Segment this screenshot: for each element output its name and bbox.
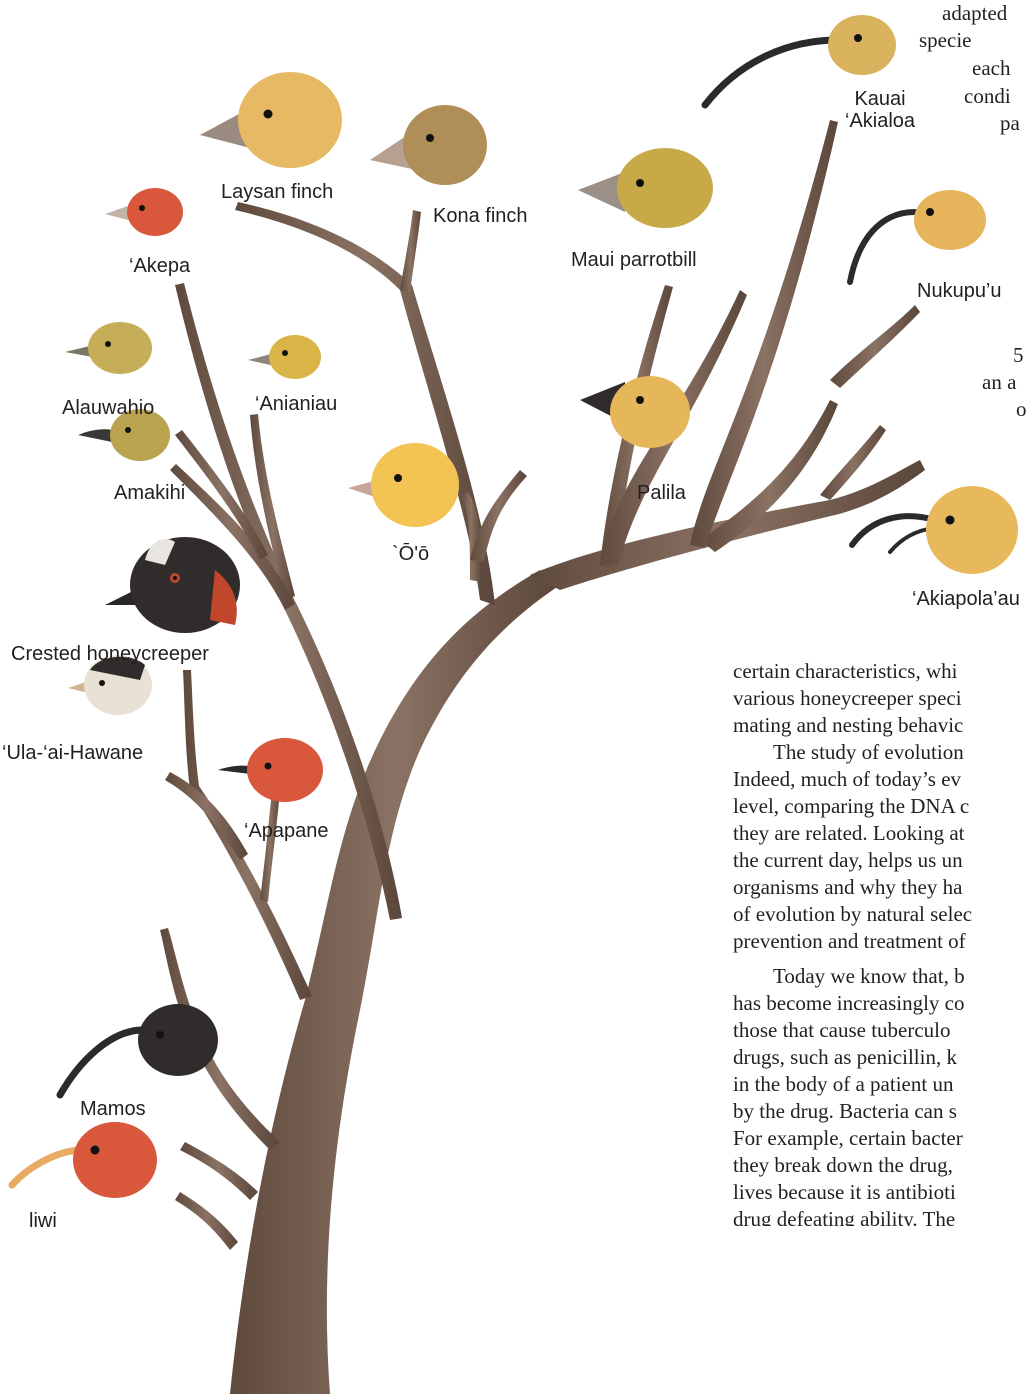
palila-bird xyxy=(580,376,690,448)
body-line: of evolution by natural selec xyxy=(733,901,972,928)
anianiau-bird xyxy=(248,335,321,379)
body-line: by the drug. Bacteria can s xyxy=(733,1098,957,1125)
label-oo: `Ō'ō xyxy=(392,543,429,565)
kona-finch-bird xyxy=(370,105,487,185)
mamos-bird xyxy=(60,1004,218,1095)
label-crested-honeycreeper: Crested honeycreeper xyxy=(11,643,209,665)
body-line: Today we know that, b xyxy=(773,963,965,990)
body-line: they are related. Looking at xyxy=(733,820,964,847)
label-amakihi: Amakihi xyxy=(114,482,185,504)
label-laysan-finch: Laysan finch xyxy=(221,181,333,203)
body-line: drugs, such as penicillin, k xyxy=(733,1044,957,1071)
label-palila: Palila xyxy=(637,482,686,504)
alauwahio-bird xyxy=(65,322,152,374)
laysan-finch-bird xyxy=(200,72,342,168)
body-line: various honeycreeper speci xyxy=(733,685,962,712)
side-fragment-2: an a xyxy=(982,369,1016,396)
label-apapane: ‘Apapane xyxy=(244,820,329,842)
label-akepa: ‘Akepa xyxy=(129,255,190,277)
crested-honeycreeper-bird xyxy=(105,537,240,633)
body-line: they break down the drug, xyxy=(733,1152,953,1179)
label-anianiau: ‘Anianiau xyxy=(255,393,337,415)
label-maui-parrotbill: Maui parrotbill xyxy=(571,249,697,271)
body-line: For example, certain bacter xyxy=(733,1125,963,1152)
body-line: drug defeating ability. The xyxy=(733,1206,955,1226)
iiwi-bird xyxy=(12,1122,157,1198)
apapane-bird xyxy=(218,738,323,802)
top-text-line-4: condi xyxy=(964,83,1011,110)
body-line: organisms and why they ha xyxy=(733,874,962,901)
side-fragment-3: o xyxy=(1016,396,1027,423)
body-line: certain characteristics, whi xyxy=(733,658,957,685)
nukupuu-bird xyxy=(850,190,986,282)
body-line: level, comparing the DNA c xyxy=(733,793,969,820)
top-text-line-5: pa xyxy=(1000,110,1020,137)
label-akiapolaau: ‘Akiapola’au xyxy=(912,588,1020,610)
body-line: has become increasingly co xyxy=(733,990,965,1017)
body-line: mating and nesting behavic xyxy=(733,712,963,739)
label-ula-ai-hawane: ‘Ula-‘ai-Hawane xyxy=(2,742,143,764)
body-line: the current day, helps us un xyxy=(733,847,963,874)
label-alauwahio: Alauwahio xyxy=(62,397,154,419)
oo-bird xyxy=(348,443,459,527)
label-iiwi: liwi xyxy=(29,1210,57,1232)
label-mamos: Mamos xyxy=(80,1098,146,1120)
label-kauai-akialoa: Kauai ‘Akialoa xyxy=(845,88,915,132)
body-line: lives because it is antibioti xyxy=(733,1179,956,1206)
label-kauai-akialoa-line2: ‘Akialoa xyxy=(845,110,915,132)
label-nukupuu: Nukupu’u xyxy=(917,280,1002,302)
label-kauai-akialoa-line1: Kauai xyxy=(845,88,915,110)
top-text-line-1: adapted xyxy=(942,0,1007,27)
body-line: those that cause tuberculo xyxy=(733,1017,951,1044)
body-line: Indeed, much of today’s ev xyxy=(733,766,961,793)
body-line: prevention and treatment of xyxy=(733,928,966,955)
label-kona-finch: Kona finch xyxy=(433,205,528,227)
top-text-line-3: each xyxy=(972,55,1010,82)
side-fragment-1: 5 xyxy=(1013,342,1024,369)
maui-parrotbill-bird xyxy=(578,148,713,228)
top-text-line-2: specie xyxy=(919,27,971,54)
body-line: The study of evolution xyxy=(773,739,964,766)
body-line: in the body of a patient un xyxy=(733,1071,953,1098)
akepa-bird xyxy=(105,188,183,236)
